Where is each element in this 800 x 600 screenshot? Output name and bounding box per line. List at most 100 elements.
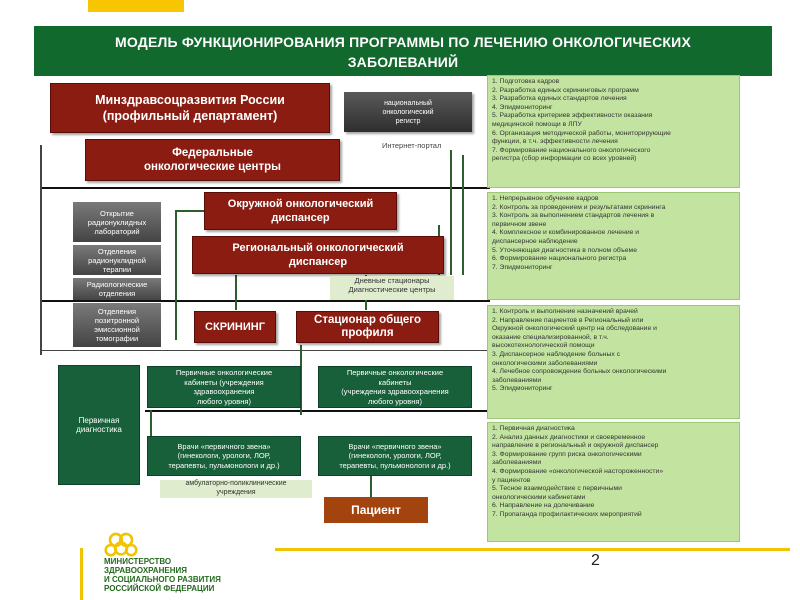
- primary-diag-line-2: диагностика: [76, 425, 122, 434]
- primary-diag-line-1: Первичная: [78, 415, 120, 425]
- panel-1-item: медицинской помощи в ЛПУ: [492, 120, 582, 128]
- panel-3-item: высокотехнологической помощи: [492, 342, 595, 350]
- national-registry-box[interactable]: национальный онкологический регистр: [344, 92, 472, 132]
- day-hospitals-label: Дневные стационары: [354, 276, 430, 285]
- footer-line-3: И СОЦИАЛЬНОГО РАЗВИТИЯ: [104, 575, 221, 584]
- connector-line: [40, 350, 490, 351]
- cabinet-1-line-3: здравоохранения: [193, 387, 255, 396]
- primary-doctors-box-2[interactable]: Врачи «первичного звена» (гинекологи, ур…: [318, 436, 472, 476]
- panel-3-item: 1. Контроль и выполнение назначений врач…: [492, 308, 638, 315]
- district-sublabel: диспансер: [271, 212, 330, 224]
- panel-4-item: направление в региональный и окружной ди…: [492, 442, 659, 450]
- panel-1-item: 2. Разработка единых скрининговых програ…: [492, 86, 639, 94]
- title-line-1: МОДЕЛЬ ФУНКЦИОНИРОВАНИЯ ПРОГРАММЫ ПО ЛЕЧ…: [115, 34, 691, 50]
- day-hospitals-box[interactable]: Дневные стационары Диагностические центр…: [330, 276, 454, 300]
- general-hospital-box[interactable]: Стационар общего профиля: [296, 311, 439, 343]
- footer-line-4: РОССИЙСКОЙ ФЕДЕРАЦИИ: [104, 584, 215, 593]
- panel-1-item: 6. Организация методической работы, мони…: [492, 129, 671, 137]
- registry-line-2: онкологический: [382, 108, 434, 116]
- cabinet-2-line-4: любого уровня): [368, 396, 422, 406]
- federal-label: Федеральные: [172, 147, 253, 159]
- doctors-1-line-3: терапевты, пульмонологи и др.): [168, 460, 280, 470]
- patient-box[interactable]: Пациент: [324, 497, 428, 523]
- ambulatory-institutions-box[interactable]: амбулаторно-поликлинические учреждения: [160, 480, 312, 498]
- left-box-3-line-2: отделения: [98, 289, 136, 298]
- doctors-1-line-2: (гинекологи, урологи, ЛОР,: [177, 451, 271, 461]
- connector-line: [300, 345, 302, 415]
- regional-label: Региональный онкологический: [232, 242, 404, 254]
- footer-line-1: МИНИСТЕРСТВО: [104, 557, 172, 566]
- page-number: 2: [591, 552, 600, 569]
- connector-line: [175, 210, 205, 212]
- doctors-2-line-2: (гинекологи, урологи, ЛОР,: [348, 451, 442, 461]
- radionuclide-labs-box[interactable]: Открытие радионуклидных лабораторий: [73, 202, 161, 242]
- ministry-functions-panel: 1. Подготовка кадров 2. Разработка едины…: [487, 75, 740, 188]
- cabinet-1-line-4: любого уровня): [197, 396, 251, 406]
- panel-4-item: 6. Направление на долечивание: [492, 502, 595, 510]
- district-dispensary-box[interactable]: Окружной онкологический диспансер: [204, 192, 397, 230]
- panel-1-item: регистра (сбор информации со всех уровне…: [492, 155, 637, 163]
- connector-line: [40, 187, 490, 189]
- panel-2-item: диспансерное наблюдение: [492, 237, 578, 245]
- federal-centers-box[interactable]: Федеральные онкологические центры: [85, 139, 340, 181]
- panel-4-item: заболеваниями: [492, 459, 542, 467]
- registry-line-1: национальный: [384, 99, 432, 107]
- connector-line: [175, 210, 177, 340]
- diagnostic-centers-label: Диагностические центры: [348, 285, 436, 294]
- panel-1-item: 4. Эпидмониторинг: [492, 103, 553, 111]
- primary-cabinets-box-2[interactable]: Первичные онкологические кабинеты (учреж…: [318, 366, 472, 408]
- connector-line: [150, 410, 152, 445]
- panel-1-item: 1. Подготовка кадров: [492, 78, 560, 85]
- radionuclide-therapy-box[interactable]: Отделения радионуклидной терапии: [73, 245, 161, 275]
- panel-2-item: 7. Эпидмониторинг: [492, 263, 553, 271]
- internet-portal-label: Интернет-портал: [382, 141, 442, 150]
- regional-functions-panel: 1. Непрерывное обучение кадров 2. Контро…: [487, 192, 740, 300]
- primary-cabinet-functions-panel: 1. Контроль и выполнение назначений врач…: [487, 305, 740, 419]
- left-box-4-line-2: позитронной: [94, 316, 140, 325]
- cabinet-1-line-2: кабинеты (учреждения: [184, 377, 264, 387]
- panel-4-item: онкологическими кабинетами: [492, 493, 586, 501]
- cabinet-2-line-2: кабинеты: [378, 377, 412, 387]
- cabinet-2-line-1: Первичные онкологические: [346, 368, 444, 377]
- panel-3-item: Окружной онкологический центр на обследо…: [492, 325, 657, 333]
- hospital-sublabel: профиля: [341, 327, 394, 339]
- screening-box[interactable]: СКРИНИНГ: [194, 311, 276, 343]
- district-label: Окружной онкологический: [227, 198, 374, 210]
- left-box-4-line-1: Отделения: [97, 307, 137, 316]
- footer-line-2: ЗДРАВООХРАНЕНИЯ: [104, 566, 187, 575]
- left-box-4-line-4: томографии: [95, 334, 139, 343]
- left-box-3-line-1: Радиологические: [86, 280, 148, 289]
- panel-2-item: 1. Непрерывное обучение кадров: [492, 195, 599, 202]
- panel-2-item: 5. Уточняющая диагностика в полном объем…: [492, 246, 638, 254]
- primary-doctors-box-1[interactable]: Врачи «первичного звена» (гинекологи, ур…: [147, 436, 301, 476]
- panel-4-item: у пациентов: [492, 476, 531, 484]
- regional-dispensary-box[interactable]: Региональный онкологический диспансер: [192, 236, 444, 274]
- regional-sublabel: диспансер: [288, 256, 348, 268]
- ambulatory-line-2: учреждения: [216, 488, 256, 496]
- cabinet-1-line-1: Первичные онкологические: [175, 368, 273, 377]
- ministry-label: Минздравсоцразвития России: [95, 93, 285, 107]
- federal-sublabel: онкологические центры: [144, 161, 281, 173]
- panel-1-item: 3. Разработка единых стандартов лечения: [492, 95, 627, 103]
- left-box-4-line-3: эмиссионной: [94, 325, 140, 334]
- primary-cabinets-box-1[interactable]: Первичные онкологические кабинеты (учреж…: [147, 366, 301, 408]
- radiology-departments-box[interactable]: Радиологические отделения: [73, 278, 161, 300]
- primary-diagnostics-box[interactable]: Первичная диагностика: [58, 365, 140, 485]
- connector-line: [40, 145, 42, 355]
- ministry-box[interactable]: Минздравсоцразвития России (профильный д…: [50, 83, 330, 133]
- panel-1-item: 5. Разработка критериев эффективности ок…: [492, 112, 653, 120]
- patient-label: Пациент: [351, 503, 401, 517]
- connector-line: [462, 155, 464, 275]
- panel-4-item: 1. Первичная диагностика: [492, 425, 575, 432]
- panel-2-item: 6. Формирование национального регистра: [492, 255, 627, 263]
- connector-line: [40, 300, 490, 302]
- connector-line: [145, 410, 490, 412]
- panel-2-item: 4. Комплексное и комбинированное лечение…: [492, 229, 640, 237]
- doctors-2-line-1: Врачи «первичного звена»: [348, 441, 442, 451]
- panel-1-item: функции, в т.ч. эффективности лечения: [492, 138, 618, 146]
- cabinet-2-line-3: (учреждения здравоохранения: [341, 387, 449, 396]
- registry-line-3: регистр: [395, 117, 421, 125]
- pet-departments-box[interactable]: Отделения позитронной эмиссионной томогр…: [73, 303, 161, 347]
- panel-3-item: 3. Диспансерное наблюдение больных с: [492, 350, 621, 358]
- ministry-footer-text: МИНИСТЕРСТВО ЗДРАВООХРАНЕНИЯ И СОЦИАЛЬНО…: [104, 557, 304, 593]
